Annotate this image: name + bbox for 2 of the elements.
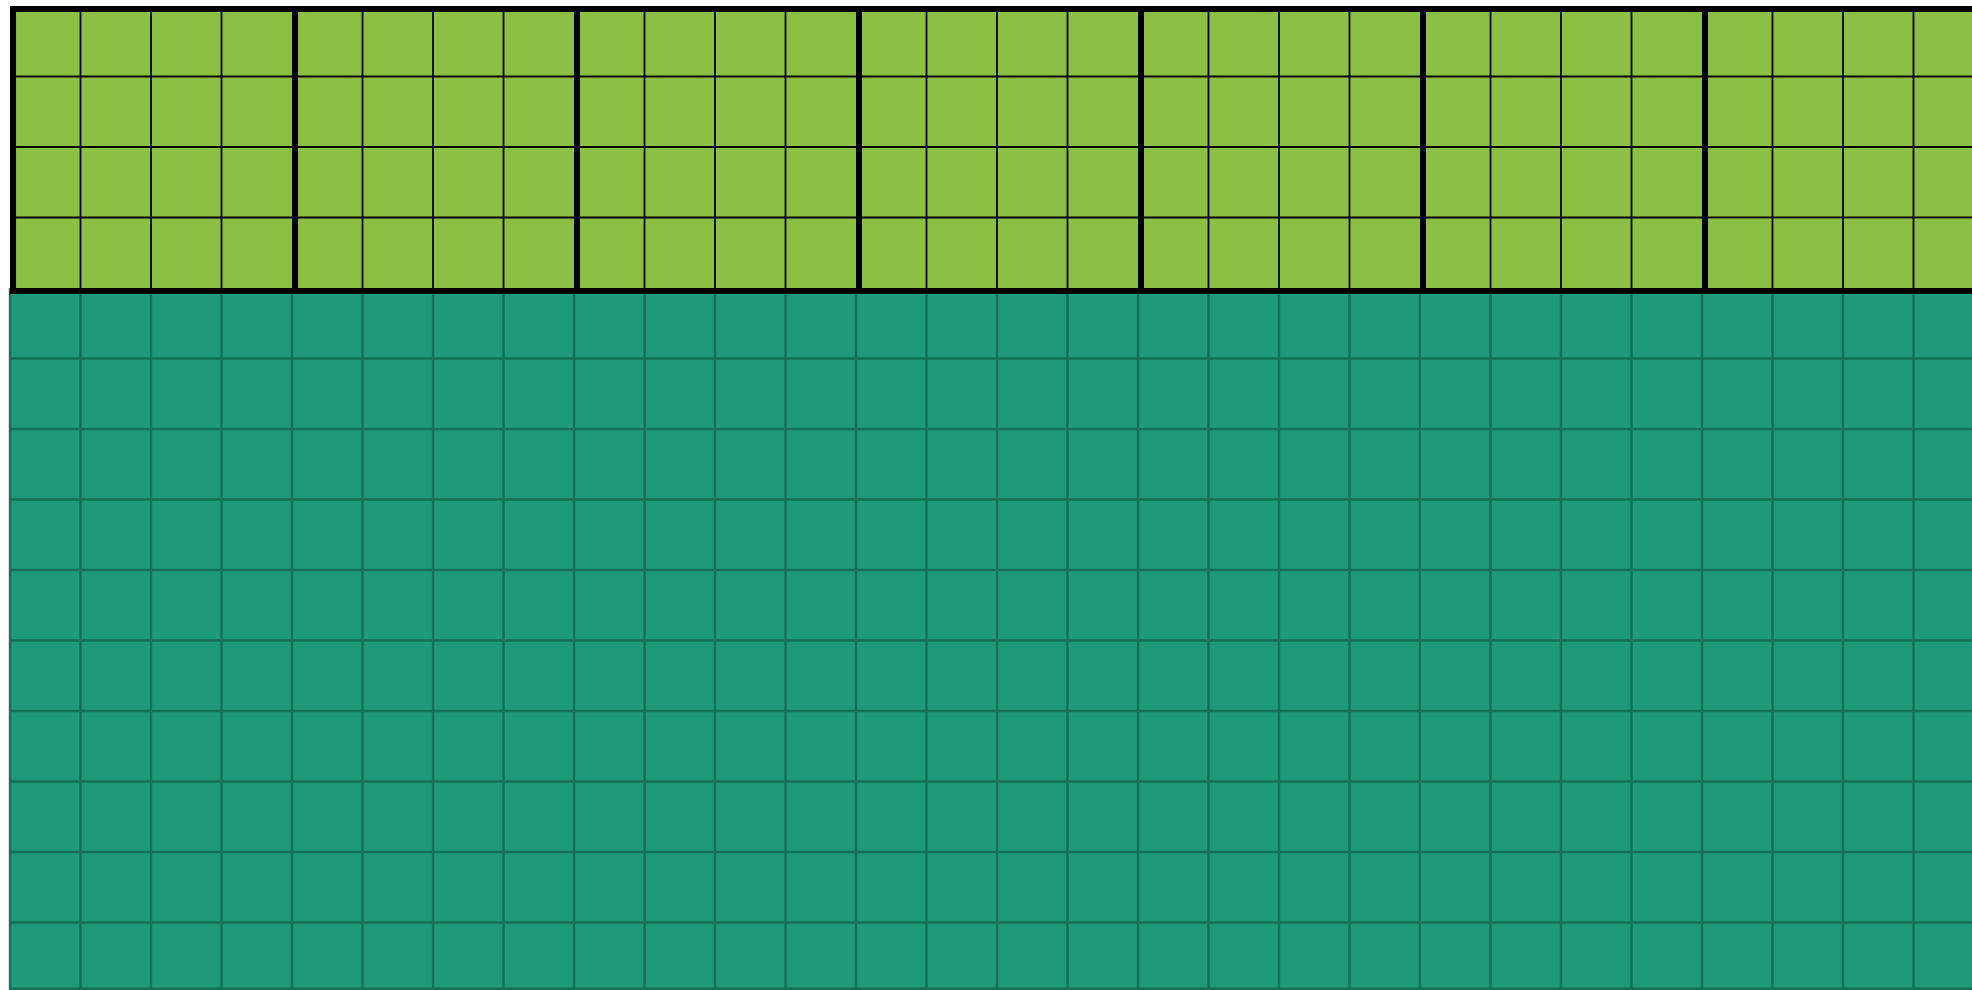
grid-block	[9, 5, 298, 294]
grid-block	[1701, 5, 1972, 294]
